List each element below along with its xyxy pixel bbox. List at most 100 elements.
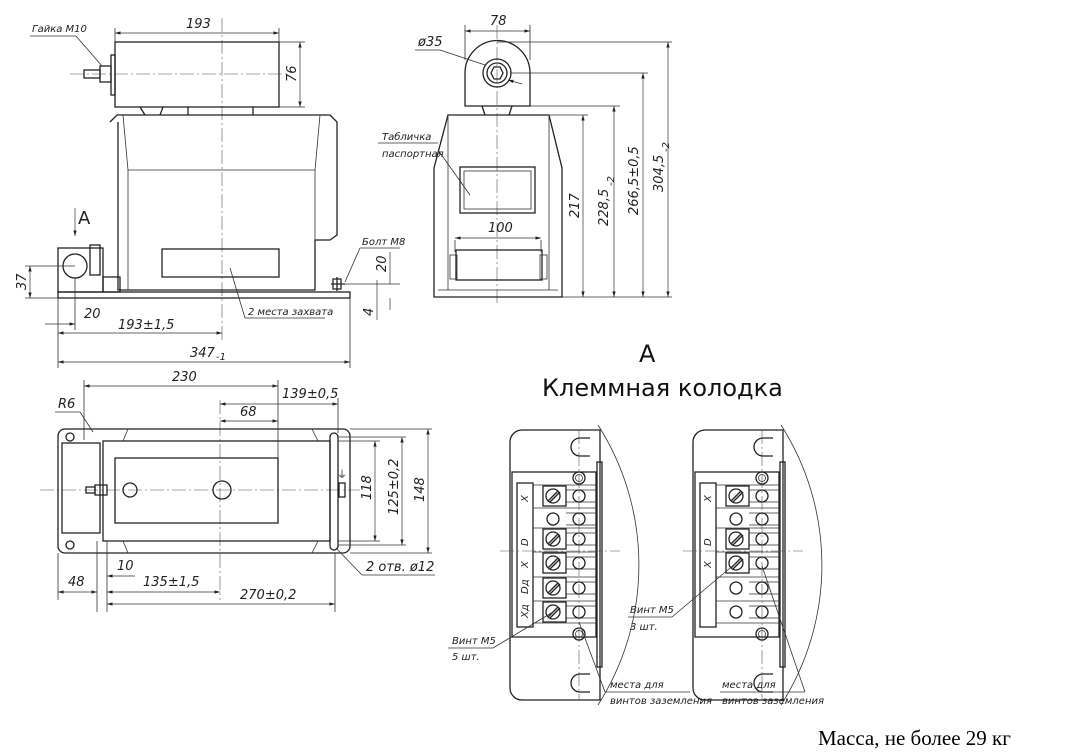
dim-78: 78 bbox=[490, 14, 507, 29]
label-strip bbox=[699, 482, 717, 628]
terminal-clamp bbox=[542, 577, 567, 599]
base-plate bbox=[57, 291, 351, 299]
terminal-label: D bbox=[703, 538, 714, 546]
block-rail bbox=[596, 461, 603, 668]
terminal-clamp bbox=[725, 528, 750, 550]
dim-diameter-35: ø35 bbox=[417, 35, 443, 50]
dim-304-5: 304,5 bbox=[652, 155, 667, 192]
grip-slot bbox=[161, 248, 280, 278]
dim-266-5: 266,5±0,5 bbox=[627, 146, 642, 215]
terminal-clamp bbox=[542, 485, 567, 507]
break-line bbox=[780, 424, 823, 706]
screw-slot bbox=[547, 490, 559, 502]
nameplate-label-1: Табличка bbox=[382, 131, 431, 143]
ground-label-left-2: винтов заземления bbox=[610, 696, 712, 707]
terminal-label: X bbox=[520, 494, 531, 503]
screw-slot bbox=[730, 490, 742, 502]
screw-slot bbox=[549, 583, 561, 595]
mounting-slot bbox=[570, 437, 590, 457]
ground-label-right-2: винтов заземления bbox=[722, 696, 824, 707]
terminal-clamp bbox=[725, 552, 750, 574]
screw-m5-icon bbox=[728, 555, 744, 571]
break-line bbox=[597, 424, 640, 706]
dim-48: 48 bbox=[68, 575, 85, 590]
transformer-body bbox=[109, 114, 338, 291]
dim-193: 193 bbox=[186, 17, 211, 32]
mounting-slot bbox=[570, 673, 590, 693]
side-view: 78 ø35 Табличка паспортная 100 217 228,5… bbox=[378, 14, 672, 305]
dim-139: 139±0,5 bbox=[282, 387, 338, 402]
terminal-hole bbox=[729, 605, 743, 619]
dim-100: 100 bbox=[488, 221, 513, 236]
screw-slot bbox=[549, 534, 561, 546]
dim-76: 76 bbox=[285, 65, 300, 82]
screw-m5-icon bbox=[545, 531, 561, 547]
block-frame bbox=[694, 471, 780, 638]
dim-217: 217 bbox=[568, 192, 583, 218]
screw-slot bbox=[549, 558, 561, 570]
mounting-slot bbox=[329, 432, 339, 551]
view-a-letter: А bbox=[639, 340, 656, 368]
screw-slot bbox=[547, 582, 559, 594]
terminal-clamp bbox=[542, 552, 567, 574]
terminal-hole bbox=[729, 512, 743, 526]
terminal-label: X bbox=[520, 560, 531, 569]
block-housing bbox=[692, 429, 784, 701]
terminal-label: Dд bbox=[520, 579, 531, 594]
screw-label-right: Винт М5 bbox=[630, 605, 674, 616]
top-view: ⏚ 230 139±0,5 68 R6 118 125±0,2 148 2 от… bbox=[40, 370, 435, 612]
terminal-label: D bbox=[520, 538, 531, 546]
terminal-ear bbox=[464, 39, 531, 107]
screw-slot bbox=[732, 534, 744, 546]
nameplate bbox=[459, 166, 536, 214]
terminal-label: X bbox=[703, 560, 714, 569]
screw-slot bbox=[547, 533, 559, 545]
dim-20-bottom: 20 bbox=[84, 307, 101, 322]
mounting-slot bbox=[753, 437, 773, 457]
terminal-block-left bbox=[500, 424, 640, 706]
screw-label-left: Винт М5 bbox=[452, 636, 496, 647]
bolt-label: Болт М8 bbox=[362, 237, 405, 248]
dim-228-5: 228,5 bbox=[597, 189, 612, 226]
terminal-clamp bbox=[725, 485, 750, 507]
view-a-marker: А bbox=[78, 208, 91, 229]
screw-slot bbox=[732, 491, 744, 503]
block-frame bbox=[511, 471, 597, 638]
terminal-hole bbox=[546, 512, 560, 526]
dim-125: 125±0,2 bbox=[387, 459, 402, 515]
dim-193-center: 193±1,5 bbox=[118, 318, 174, 333]
terminal-clamp bbox=[542, 601, 567, 623]
dim-230: 230 bbox=[172, 370, 197, 385]
dim-10: 10 bbox=[117, 559, 134, 574]
holes-label: 2 отв. ø12 bbox=[366, 560, 434, 575]
label-strip bbox=[516, 482, 534, 628]
screw-slot bbox=[730, 533, 742, 545]
dim-347-tolerance: -1 bbox=[216, 352, 226, 363]
screw-slot bbox=[549, 491, 561, 503]
nameplate-label-2: паспортная bbox=[382, 149, 444, 160]
terminal-block-right bbox=[683, 424, 823, 706]
dim-304-5-tolerance: -2 bbox=[661, 142, 672, 152]
terminal-label: X bbox=[703, 494, 714, 503]
screw-m5-icon bbox=[728, 531, 744, 547]
terminal-clamp bbox=[542, 528, 567, 550]
view-a-title: Клеммная колодка bbox=[542, 374, 783, 402]
top-base-plate bbox=[57, 428, 351, 554]
ground-label-right-1: места для bbox=[722, 680, 776, 691]
side-body bbox=[433, 114, 563, 298]
terminal-hole bbox=[729, 581, 743, 595]
dim-135: 135±1,5 bbox=[143, 575, 199, 590]
dim-270: 270±0,2 bbox=[240, 588, 296, 603]
dim-148: 148 bbox=[413, 477, 428, 502]
mass-note: Масса, не более 29 кг bbox=[818, 726, 1011, 750]
screw-m5-icon bbox=[545, 488, 561, 504]
screw-slot bbox=[547, 557, 559, 569]
dim-347: 347 bbox=[190, 346, 216, 361]
dim-4: 4 bbox=[362, 308, 377, 316]
dim-20-bolt: 20 bbox=[375, 255, 390, 272]
dim-37: 37 bbox=[15, 273, 30, 290]
nut-label: Гайка М10 bbox=[32, 24, 87, 35]
screw-m5-icon bbox=[728, 488, 744, 504]
screw-m5-icon bbox=[545, 555, 561, 571]
